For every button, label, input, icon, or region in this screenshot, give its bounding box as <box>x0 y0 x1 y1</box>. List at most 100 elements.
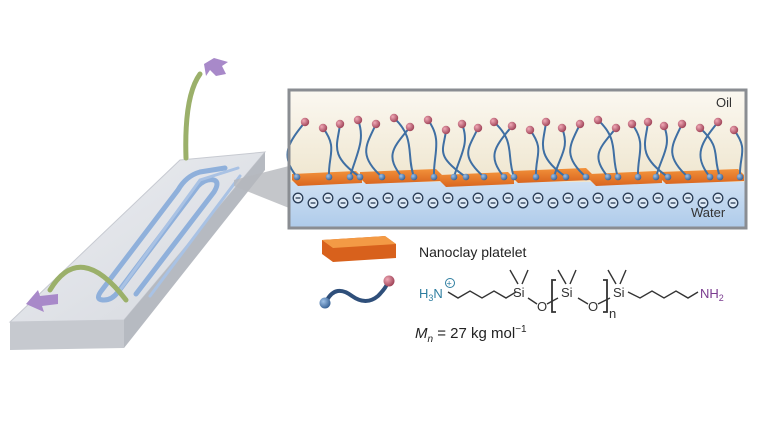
head-bead <box>405 122 415 132</box>
anion-icon <box>442 192 454 204</box>
head-bead <box>473 123 483 133</box>
anchor-bead <box>550 173 558 181</box>
anion-icon <box>352 192 364 204</box>
polymer-chain <box>322 127 333 178</box>
head-bead <box>611 123 621 133</box>
anion-icon <box>547 197 559 209</box>
head-bead <box>318 123 328 133</box>
anchor-bead <box>736 173 744 181</box>
positive-charge-icon <box>445 278 455 288</box>
anchor-bead <box>293 173 301 181</box>
o-atom-1: O <box>537 299 547 314</box>
polymer-chain <box>699 121 719 178</box>
microfluidic-chip <box>8 58 267 350</box>
polymer-chain <box>529 129 540 178</box>
anion-icon <box>532 192 544 204</box>
anchor-bead <box>325 173 333 181</box>
anchor-bead <box>510 173 518 181</box>
structure-text: H3N + Si O Si O n Si NH2 <box>419 278 724 321</box>
anion-icon <box>322 192 334 204</box>
anion-icon <box>607 197 619 209</box>
polymer-chain <box>655 125 668 178</box>
amine-right-label: NH2 <box>700 286 724 303</box>
anchor-bead <box>652 173 660 181</box>
head-bead <box>335 119 345 129</box>
polymer-chain <box>671 123 689 178</box>
anchor-bead <box>664 173 672 181</box>
head-bead <box>457 119 467 129</box>
head-bead <box>643 117 653 127</box>
polymer-chain <box>427 119 438 178</box>
anchor-bead <box>410 173 418 181</box>
anion-icon <box>682 192 694 204</box>
nanoclay-platelet-label: Nanoclay platelet <box>419 244 527 260</box>
anion-icon <box>562 192 574 204</box>
anion-icon <box>592 192 604 204</box>
anion-icon <box>487 197 499 209</box>
polymer-chain <box>643 121 669 178</box>
magnify-connector <box>234 166 289 208</box>
head-bead <box>353 115 363 125</box>
anchor-bead <box>634 173 642 181</box>
polymer-chain <box>441 129 467 178</box>
anion-row <box>292 192 739 209</box>
polymer-chain <box>569 123 587 178</box>
anchor-bead <box>716 173 724 181</box>
anchor-bead <box>430 173 438 181</box>
anion-icon <box>577 197 589 209</box>
head-bead <box>729 125 739 135</box>
head-bead <box>575 119 585 129</box>
inset-frame <box>287 88 748 230</box>
anchor-bead <box>532 173 540 181</box>
anchor-bead <box>614 173 622 181</box>
amine-left-label: H3N <box>419 286 443 303</box>
head-bead <box>677 119 687 129</box>
anchor-bead <box>462 173 470 181</box>
polymer-chain <box>541 121 567 178</box>
head-bead <box>713 117 723 127</box>
outlet-arrow-icon <box>26 290 58 312</box>
polymer-icon <box>319 275 395 309</box>
head-bead <box>507 121 517 131</box>
anion-icon <box>292 192 304 204</box>
head-bead <box>423 115 433 125</box>
polymer-chain <box>493 121 515 178</box>
inlet-arrow-icon <box>204 58 228 76</box>
anchor-bead <box>378 173 386 181</box>
anchor-bead <box>398 173 406 181</box>
anion-icon <box>307 197 319 209</box>
nanoclay-platelet-icon <box>322 236 396 262</box>
clay-platelet <box>660 169 744 184</box>
anion-icon <box>412 192 424 204</box>
polymer-chain <box>597 127 617 178</box>
anion-icon <box>397 197 409 209</box>
water-label: Water <box>691 205 726 220</box>
chip-front <box>10 320 124 350</box>
positive-charge-sign: + <box>447 279 452 289</box>
anion-icon <box>697 197 709 209</box>
anion-icon <box>622 192 634 204</box>
repeat-n-label: n <box>609 306 616 321</box>
anion-icon <box>382 192 394 204</box>
head-bead <box>593 115 603 125</box>
head-bead <box>300 117 310 127</box>
o-atom-2: O <box>588 299 598 314</box>
anion-icon <box>712 192 724 204</box>
anion-icon <box>457 197 469 209</box>
polymer-chain <box>493 125 513 178</box>
anion-icon <box>517 197 529 209</box>
polymer-chains <box>286 113 744 181</box>
head-bead <box>627 119 637 129</box>
anchor-bead <box>684 173 692 181</box>
anchor-bead <box>582 173 590 181</box>
molar-mass-label: Mn = 27 kg mol−1 <box>415 324 527 345</box>
outlet-tube <box>47 264 129 303</box>
anchor-bead <box>346 173 354 181</box>
anion-icon <box>427 197 439 209</box>
head-bead <box>541 117 551 127</box>
polymer-chain <box>391 126 411 178</box>
head-bead <box>525 125 535 135</box>
anion-icon <box>667 197 679 209</box>
head-bead <box>489 117 499 127</box>
